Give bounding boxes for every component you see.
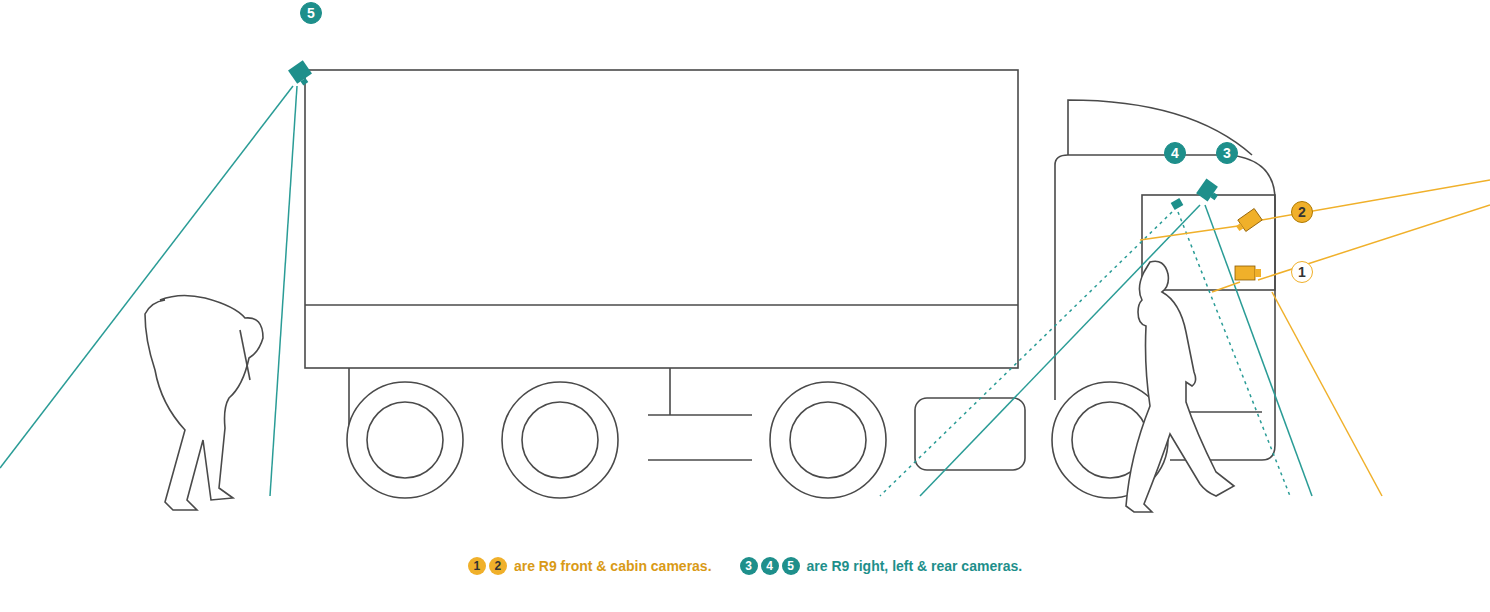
callout-number: 2 [1291, 201, 1313, 223]
legend-entry: 345 are R9 right, left & rear cameras. [740, 557, 1023, 575]
callout-number: 4 [1171, 146, 1179, 160]
callout-number: 5 [787, 559, 794, 573]
legend-text: are R9 right, left & rear cameras. [807, 558, 1023, 574]
callout-number: 3 [1223, 146, 1231, 160]
callout-number: 3 [1216, 142, 1238, 164]
callout-number: 5 [300, 2, 322, 24]
callout-number: 1 [474, 559, 481, 573]
legend: 12 are R9 front & cabin cameras. 345 are R9… [0, 557, 1490, 575]
legend-text: are R9 front & cabin cameras. [514, 558, 712, 574]
legend-swatch: 5 [782, 557, 800, 575]
legend-swatch: 2 [489, 557, 507, 575]
callout-number: 1 [1291, 261, 1313, 283]
legend-swatch: 3 [740, 557, 758, 575]
callout-number: 3 [745, 559, 752, 573]
callout-number: 5 [307, 6, 315, 20]
callout-number: 2 [1298, 205, 1306, 219]
people [145, 261, 1234, 512]
legend-swatch: 4 [761, 557, 779, 575]
callout-number: 1 [1298, 265, 1306, 279]
legend-swatch: 1 [468, 557, 486, 575]
cameras [288, 60, 1262, 280]
callout-number: 4 [766, 559, 773, 573]
callout-number: 2 [495, 559, 502, 573]
truck-outline [305, 70, 1275, 498]
callout-number: 4 [1164, 142, 1186, 164]
legend-entry: 12 are R9 front & cabin cameras. [468, 557, 712, 575]
